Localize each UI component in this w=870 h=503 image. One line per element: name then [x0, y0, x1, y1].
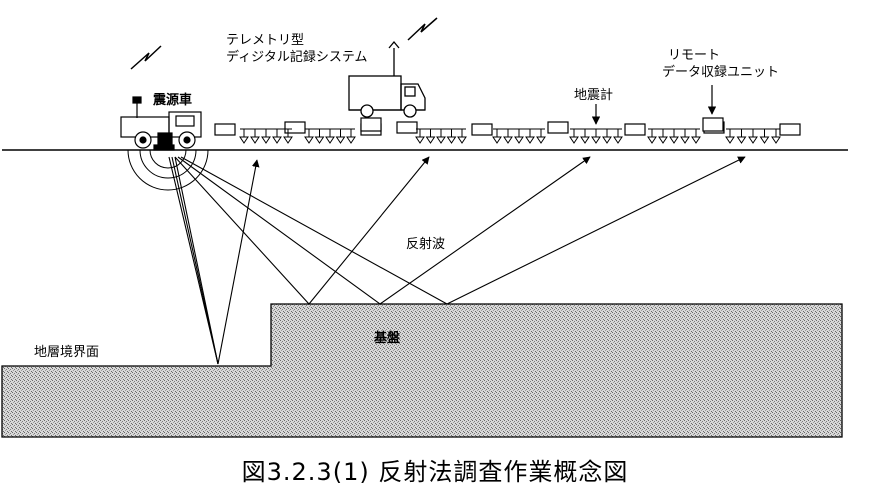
geophone-icon [436, 136, 446, 144]
geophone-icon [647, 136, 657, 144]
geophone-icon [272, 136, 282, 144]
telemetry-system-label-line2: ディジタル記録システム [226, 50, 368, 65]
geophone-icon [304, 136, 314, 144]
recording-unit [547, 121, 569, 134]
geophone-icon [536, 136, 546, 144]
vibrator-truck [120, 96, 202, 151]
geophone-icon [613, 136, 623, 144]
geophone-icon [261, 136, 271, 144]
geophone-icon [446, 136, 457, 144]
boundary-label: 地層境界面 [34, 345, 100, 360]
stratum-lower-layer [1, 303, 843, 438]
geophone-icon [503, 136, 513, 144]
geophone-icon [335, 136, 346, 144]
telemetry-system-label-line1: テレメトリ型 [226, 33, 305, 48]
geophone-icon [314, 136, 325, 144]
geophone-icon [514, 136, 524, 144]
remote-unit-label: リモート データ収録ユニット [662, 47, 779, 81]
recording-unit [779, 123, 801, 136]
geophone-icon [736, 136, 747, 144]
geophone-icon [346, 136, 356, 144]
recording-unit [214, 123, 236, 136]
receiver-spread [214, 117, 801, 144]
source-vehicle-label: 震源車 [153, 93, 193, 108]
seismometer-label: 地震計 [574, 88, 614, 103]
source-wavefronts [127, 149, 209, 191]
geophone-icon [602, 136, 612, 144]
geophone-icon [591, 136, 601, 144]
geophone-icon [325, 136, 335, 144]
geophone-icon [748, 136, 758, 144]
geophone-icon [250, 136, 260, 144]
geophone-icon [569, 136, 579, 144]
geophone-icon [759, 136, 770, 144]
radio-wave-icon [130, 45, 162, 70]
recording-unit [360, 117, 382, 132]
geophone-icon [525, 136, 535, 144]
geophone-icon [239, 136, 249, 144]
geophone-icon [691, 136, 701, 144]
recording-unit [624, 123, 646, 136]
recording-unit [471, 123, 493, 136]
geophone-icon [283, 136, 293, 144]
recording-unit [284, 121, 306, 134]
figure-caption: 図3.2.3(1) 反射法調査作業概念図 [241, 458, 629, 486]
geophone-icon [658, 136, 668, 144]
geophone-icon [680, 136, 690, 144]
geophone-icon [725, 136, 735, 144]
reflection-rays [168, 156, 746, 365]
geophone-icon [771, 136, 781, 144]
remote-unit-label-line2: データ収録ユニット [662, 65, 780, 80]
telemetry-system-label: テレメトリ型 ディジタル記録システム [226, 32, 367, 66]
recording-unit [396, 121, 418, 134]
geophone-icon [492, 136, 502, 144]
recording-unit [702, 117, 724, 132]
geophone-icon [415, 136, 425, 144]
radio-wave-icon [407, 17, 438, 41]
recording-truck [348, 40, 426, 118]
geophone-icon [580, 136, 590, 144]
geophone-icon [425, 136, 436, 144]
remote-unit-label-line1: リモート [668, 48, 721, 63]
geophone-icon [669, 136, 679, 144]
geophone-icon [457, 136, 467, 144]
basement-label: 基盤 [374, 331, 401, 346]
reflected-wave-label: 反射波 [406, 237, 446, 252]
